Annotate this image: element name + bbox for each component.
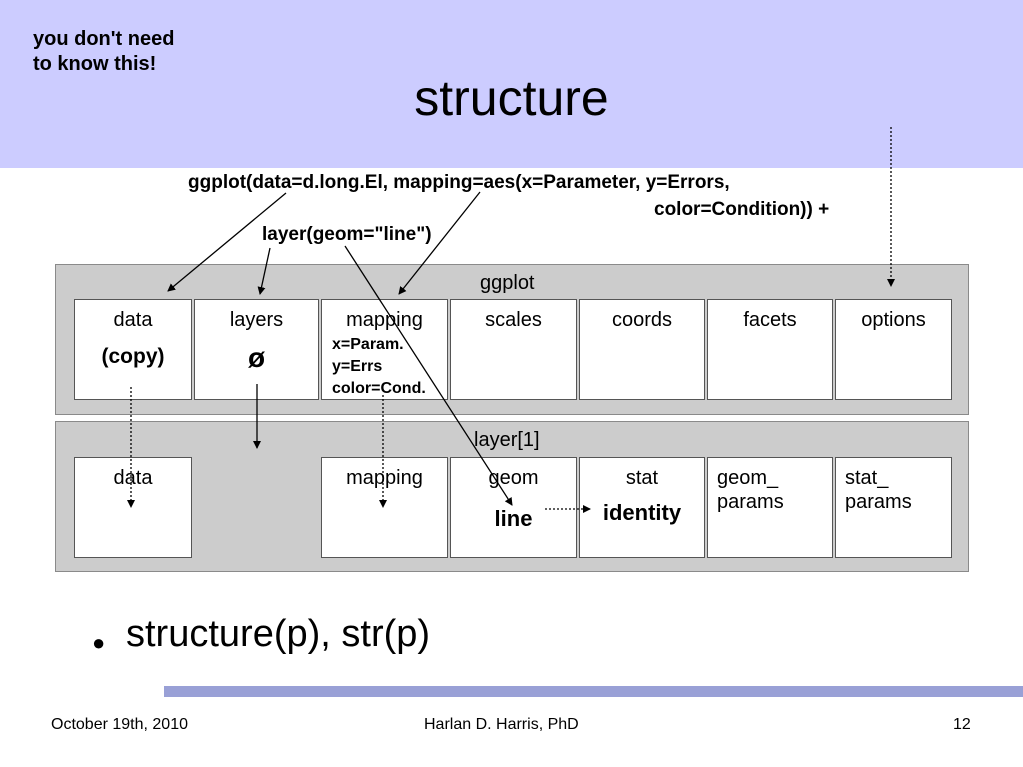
- layer-cell-stat: stat identity: [579, 457, 705, 558]
- ggplot-cell-layers: layers ø: [194, 299, 319, 400]
- cell-value: line: [494, 506, 533, 531]
- layer-cell-geom-params: geom_ params: [707, 457, 833, 558]
- cell-label: data: [113, 309, 153, 331]
- cell-label: data: [113, 467, 153, 489]
- note-line-1: you don't need: [33, 28, 175, 50]
- ggplot-panel-label: ggplot: [480, 272, 535, 294]
- mapping-value: y=Errs: [332, 358, 383, 375]
- ggplot-cell-facets: facets: [707, 299, 833, 400]
- ggplot-cell-scales: scales: [450, 299, 577, 400]
- cell-value: identity: [602, 500, 682, 525]
- arrow-code-to-data: [167, 192, 287, 292]
- cell-label: geom_ params: [717, 467, 784, 513]
- ggplot-cell-data: data (copy): [74, 299, 192, 400]
- footer-bar: [164, 686, 1023, 697]
- ggplot-cell-options: options: [835, 299, 952, 400]
- footer-date: October 19th, 2010: [51, 716, 188, 733]
- cell-label: facets: [743, 309, 797, 331]
- layer-cell-geom: geom line: [450, 457, 577, 558]
- code-line-2: color=Condition)) +: [654, 199, 830, 220]
- arrow-layer-to-layers: [257, 247, 271, 295]
- cell-label: geom: [488, 467, 539, 489]
- code-line-1: ggplot(data=d.long.El, mapping=aes(x=Par…: [188, 172, 730, 193]
- slide-title: structure: [414, 70, 609, 126]
- cell-label: mapping: [346, 309, 423, 331]
- layer-cell-stat-params: stat_ params: [835, 457, 952, 558]
- note-line-2: to know this!: [33, 53, 157, 75]
- cell-value: ø: [247, 342, 266, 373]
- cell-label: scales: [485, 309, 542, 331]
- code-line-3: layer(geom="line"): [262, 224, 432, 245]
- cell-label: layers: [229, 309, 284, 331]
- ggplot-cell-mapping: mapping x=Param. y=Errs color=Cond.: [321, 299, 448, 400]
- layer-panel-label: layer[1]: [474, 429, 540, 451]
- ggplot-cell-coords: coords: [579, 299, 705, 400]
- cell-label: options: [861, 309, 926, 331]
- cell-label: stat: [625, 467, 659, 489]
- footer-page: 12: [953, 716, 971, 733]
- arrow-geom-to-geom-cell: [344, 245, 513, 506]
- cell-label: coords: [611, 309, 673, 331]
- mapping-values: x=Param. y=Errs color=Cond.: [332, 334, 426, 400]
- cell-label: stat_ params: [845, 467, 912, 513]
- bullet-dot: ●: [92, 630, 106, 655]
- cell-value: (copy): [101, 345, 165, 368]
- slide-header: [0, 0, 1023, 168]
- bullet-text: structure(p), str(p): [126, 613, 431, 655]
- cell-label: mapping: [346, 467, 423, 489]
- mapping-value: x=Param.: [332, 336, 404, 353]
- mapping-value: color=Cond.: [332, 380, 426, 397]
- arrow-aes-to-mapping: [398, 191, 481, 295]
- footer-author: Harlan D. Harris, PhD: [424, 716, 579, 733]
- slide-note: you don't need to know this!: [33, 27, 174, 77]
